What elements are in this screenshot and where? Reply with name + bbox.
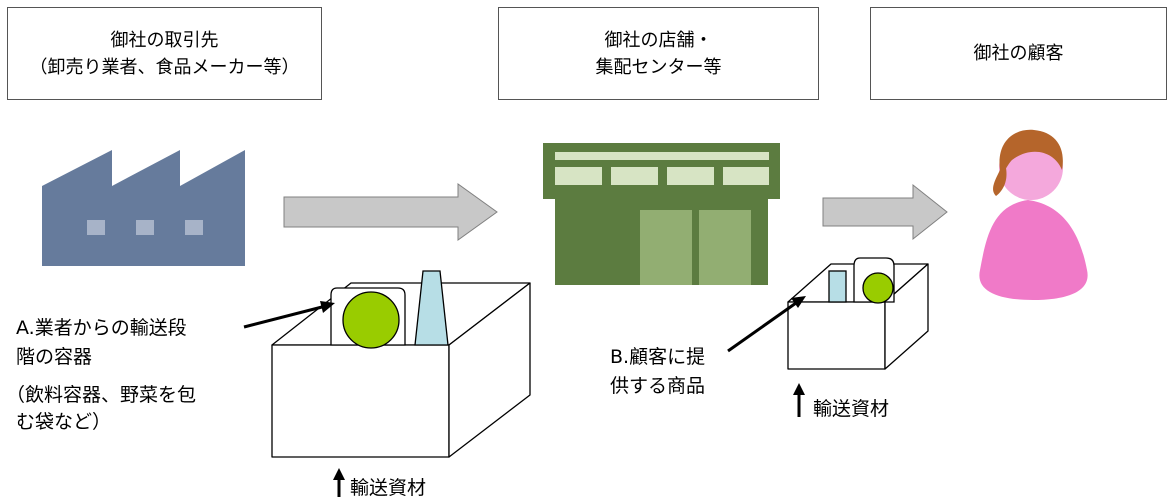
store-door-right [699,210,751,285]
factory-window-1 [87,220,105,235]
store-header-line1: 御社の店舗・ [604,29,713,51]
right-box-front [787,301,886,370]
store-header-line2: 集配センター等 [595,56,722,78]
store-sign-bar [555,152,769,160]
bottle-icon [414,270,449,346]
factory-window-3 [185,220,203,235]
factory-building [42,150,245,266]
left-box-side [448,282,531,458]
left-box-contents [330,270,449,349]
annotation-a-line2: 階の容器 [16,346,93,368]
pointer-arrow-b [727,296,806,353]
product-bottle [828,270,847,303]
right-box-contents [828,257,895,304]
store-window-4 [723,167,769,185]
store-window-3 [667,167,714,185]
store-window-1 [555,167,602,185]
supplier-header-line1: 御社の取引先 [110,29,219,51]
store-header-box: 御社の店舗・ 集配センター等 [498,7,819,100]
transport-arrow-left [333,468,345,497]
flow-arrow-store-to-customer [822,183,948,241]
factory-icon [42,150,245,266]
annotation-a-line4: む袋など） [16,411,112,433]
transport-label-right: 輸送資材 [813,398,890,420]
vegetable-icon [342,291,400,349]
customer-icon [979,129,1088,300]
left-box-front [271,344,450,458]
supplier-header-box: 御社の取引先 （卸売り業者、食品メーカー等） [7,7,322,100]
annotation-a-line3: （飲料容器、野菜を包 [6,384,197,406]
right-box-side [884,263,929,370]
store-window-2 [611,167,658,185]
annotation-a-line1: A.業者からの輸送段 [16,317,187,339]
store-door-left [640,210,692,285]
annotation-b-line2: 供する商品 [610,375,706,397]
customer-hair [999,129,1063,173]
supplier-header-line2: （卸売り業者、食品メーカー等） [29,56,300,78]
annotation-b-line1: B.顧客に提 [610,346,706,368]
factory-window-2 [136,220,154,235]
transport-arrow-right [793,383,805,417]
product-fruit [862,272,894,304]
transport-label-left: 輸送資材 [350,477,427,499]
store-icon [543,143,780,285]
customer-header-line1: 御社の顧客 [973,43,1064,64]
customer-hair-side [993,168,1007,196]
flow-arrow-supplier-to-store [283,183,498,241]
customer-body [979,200,1088,300]
pointer-arrow-a [243,301,335,329]
customer-header-box: 御社の顧客 [870,7,1167,100]
